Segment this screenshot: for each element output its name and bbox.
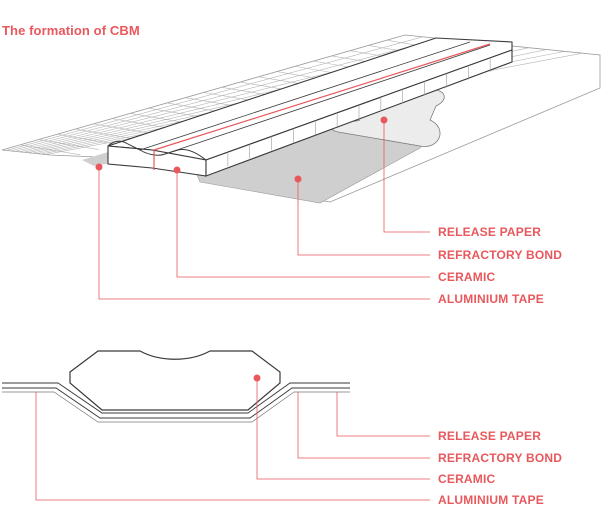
diagram-title: The formation of CBM: [2, 23, 140, 38]
top-leader-lines: [98, 120, 430, 300]
bottom-label-ceramic: CERAMIC: [438, 472, 496, 486]
bottom-label-release-paper: RELEASE PAPER: [438, 429, 542, 443]
bottom-leader-lines: [35, 378, 430, 501]
top-label-release-paper: RELEASE PAPER: [438, 225, 542, 239]
ceramic-dot: [253, 374, 261, 382]
bottom-label-refractory-bond: REFRACTORY BOND: [438, 451, 563, 465]
ceramic-red-line: [153, 43, 491, 170]
bottom-label-aluminium-tape: ALUMINIUM TAPE: [438, 493, 544, 507]
top-label-aluminium-tape: ALUMINIUM TAPE: [438, 292, 544, 306]
cross-section: [2, 350, 350, 423]
top-leader-dots: [95, 116, 388, 183]
ceramic-section: [69, 350, 281, 411]
top-label-ceramic: CERAMIC: [438, 270, 496, 284]
top-label-refractory-bond: REFRACTORY BOND: [438, 248, 563, 262]
